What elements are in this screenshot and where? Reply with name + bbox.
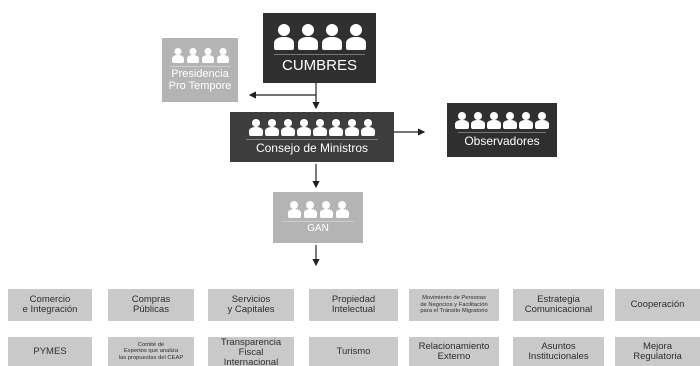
observadores-box: Observadores — [447, 103, 557, 157]
person-icon — [335, 200, 349, 218]
group-propiedad: Propiedad Intelectual — [309, 289, 398, 321]
person-icon — [345, 119, 359, 137]
person-icon — [487, 112, 501, 130]
group-estrategia: Estrategia Comunicacional — [513, 289, 604, 321]
group-movimiento: Movimiento de Personas de Negocios y Fac… — [409, 289, 499, 321]
cumbres-label: CUMBRES — [281, 57, 357, 75]
person-icon — [519, 112, 533, 130]
group-pymes: PYMES — [8, 337, 92, 366]
group-comite-expertos: Comité de Expertos que analiza las propu… — [108, 337, 194, 366]
person-icon — [321, 24, 342, 51]
group-transparencia: Transparencia Fiscal Internacional — [208, 337, 294, 366]
person-icon — [503, 112, 517, 130]
person-icon — [297, 24, 318, 51]
people-icon-group — [273, 24, 366, 51]
person-icon — [303, 200, 317, 218]
person-icon — [455, 112, 469, 130]
person-icon — [471, 112, 485, 130]
person-icon — [265, 119, 279, 137]
person-icon — [201, 47, 214, 63]
group-turismo: Turismo — [309, 337, 398, 366]
person-icon — [313, 119, 327, 137]
consejo-box: Consejo de Ministros — [230, 112, 394, 162]
group-mejora: Mejora Regulatoria — [615, 337, 700, 366]
person-icon — [361, 119, 375, 137]
people-icon-group — [249, 119, 375, 137]
people-icon-group — [171, 47, 229, 63]
group-asuntos: Asuntos Institucionales — [513, 337, 604, 366]
person-icon — [535, 112, 549, 130]
person-icon — [345, 24, 366, 51]
group-compras: Compras Públicas — [108, 289, 194, 321]
group-cooperacion: Cooperación — [615, 289, 700, 321]
people-icon-group — [455, 112, 549, 130]
people-icon-group — [287, 200, 349, 218]
group-relacionamiento: Relacionamiento Externo — [409, 337, 499, 366]
presidencia-label-line1: Presidencia — [171, 67, 229, 80]
gan-box: GAN — [273, 192, 363, 243]
person-icon — [273, 24, 294, 51]
divider — [282, 220, 354, 222]
cumbres-box: CUMBRES — [263, 13, 376, 83]
divider — [169, 65, 231, 67]
person-icon — [281, 119, 295, 137]
divider — [246, 139, 378, 141]
presidencia-box: Presidencia Pro Tempore — [162, 38, 238, 102]
person-icon — [319, 200, 333, 218]
person-icon — [216, 47, 229, 63]
person-icon — [171, 47, 184, 63]
group-servicios: Servicios y Capitales — [208, 289, 294, 321]
person-icon — [297, 119, 311, 137]
person-icon — [329, 119, 343, 137]
presidencia-label-line2: Pro Tempore — [168, 79, 232, 92]
consejo-label: Consejo de Ministros — [255, 141, 369, 156]
person-icon — [287, 200, 301, 218]
group-comercio: Comercio e Integración — [8, 289, 92, 321]
divider — [274, 54, 365, 56]
divider — [458, 132, 546, 134]
gan-label: GAN — [307, 222, 329, 234]
observadores-label: Observadores — [464, 134, 540, 149]
person-icon — [249, 119, 263, 137]
person-icon — [186, 47, 199, 63]
